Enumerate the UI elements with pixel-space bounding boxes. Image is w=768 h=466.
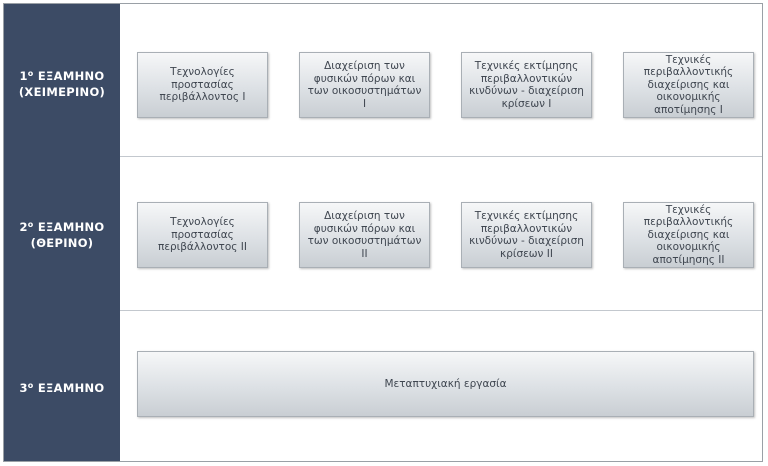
course-box: Τεχνικές περιβαλλοντικής διαχείρισης και…: [623, 202, 754, 268]
semester-2-season: (ΘΕΡΙΝΟ): [30, 236, 94, 250]
row-divider: [120, 156, 762, 157]
thesis-box: Μεταπτυχιακή εργασία: [137, 351, 754, 417]
semester-3-title: 3ο ΕΞΑΜΗΝΟ: [19, 381, 105, 395]
semester-2-label: 2ο ΕΞΑΜΗΝΟ (ΘΕΡΙΝΟ): [4, 219, 120, 251]
semester-3-label: 3ο ΕΞΑΜΗΝΟ: [4, 380, 120, 396]
semester-1-title: 1ο ΕΞΑΜΗΝΟ: [19, 69, 105, 83]
course-box: Τεχνολογίες προστασίας περιβάλλοντος Ι: [137, 52, 268, 118]
row-divider: [120, 310, 762, 311]
course-box: Τεχνικές εκτίμησης περιβαλλοντικών κινδύ…: [461, 202, 592, 268]
curriculum-diagram: 1ο ΕΞΑΜΗΝΟ (ΧΕΙΜΕΡΙΝΟ) 2ο ΕΞΑΜΗΝΟ (ΘΕΡΙΝ…: [3, 3, 763, 462]
course-box: Διαχείριση των φυσικών πόρων και των οικ…: [299, 52, 430, 118]
semester-2-title: 2ο ΕΞΑΜΗΝΟ: [19, 220, 105, 234]
semester-1-label: 1ο ΕΞΑΜΗΝΟ (ΧΕΙΜΕΡΙΝΟ): [4, 68, 120, 100]
course-box: Διαχείριση των φυσικών πόρων και των οικ…: [299, 202, 430, 268]
course-box: Τεχνικές περιβαλλοντικής διαχείρισης και…: [623, 52, 754, 118]
course-box: Τεχνολογίες προστασίας περιβάλλοντος ΙΙ: [137, 202, 268, 268]
semester-1-season: (ΧΕΙΜΕΡΙΝΟ): [18, 85, 106, 99]
course-box: Τεχνικές εκτίμησης περιβαλλοντικών κινδύ…: [461, 52, 592, 118]
semester-column: [4, 4, 120, 461]
